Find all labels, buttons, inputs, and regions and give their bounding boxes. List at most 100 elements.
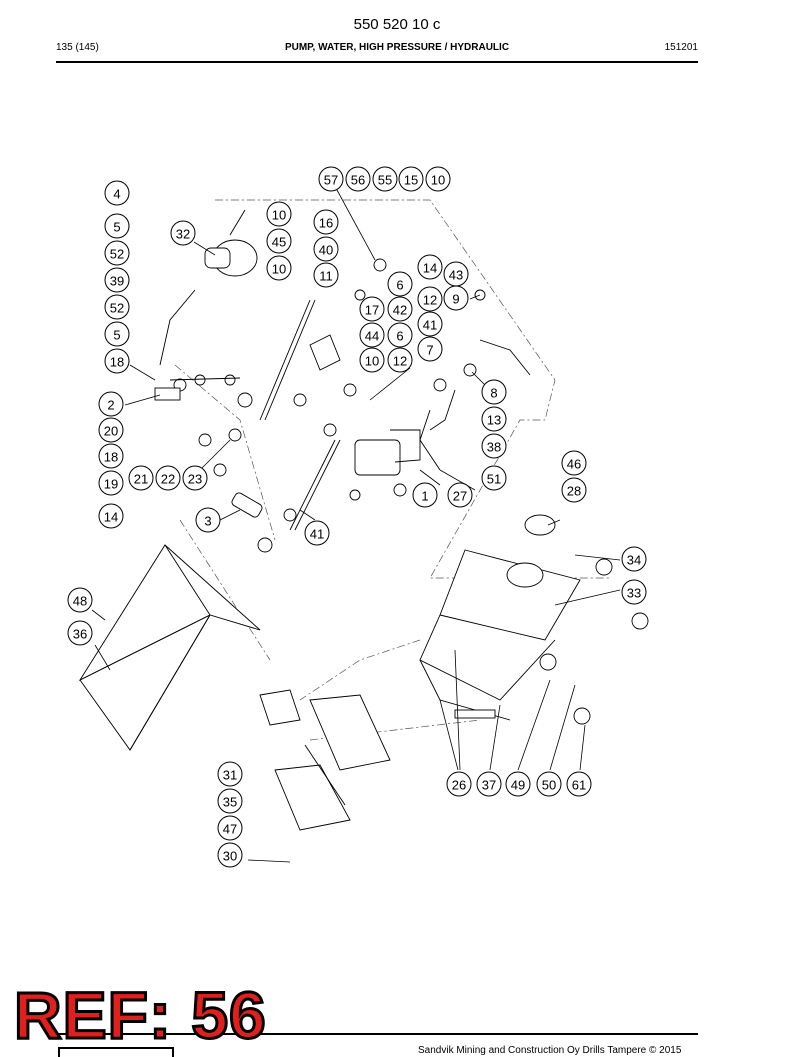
callout-circle	[98, 391, 124, 417]
callout-circle	[417, 336, 443, 362]
callout-label: 7	[426, 343, 433, 358]
callout-circle	[412, 482, 438, 508]
callout-circle	[372, 166, 398, 192]
callout-label: 39	[110, 274, 124, 289]
callout-31: 31	[217, 761, 243, 787]
callout-14: 14	[98, 503, 124, 529]
callout-label: 33	[627, 586, 641, 601]
callout-4: 4	[104, 180, 130, 206]
sandvik-logo	[58, 1047, 174, 1057]
callout-circle	[536, 771, 562, 797]
callout-1: 1	[412, 482, 438, 508]
callout-label: 27	[453, 489, 467, 504]
callout-circle	[313, 209, 339, 235]
callout-41: 41	[304, 520, 330, 546]
callout-circle	[304, 520, 330, 546]
callout-circle	[417, 286, 443, 312]
callout-label: 56	[351, 173, 365, 188]
callout-circle	[217, 761, 243, 787]
callout-label: 55	[378, 173, 392, 188]
callout-36: 36	[67, 620, 93, 646]
callout-circle	[98, 443, 124, 469]
callout-label: 5	[113, 220, 120, 235]
callout-32: 32	[170, 220, 196, 246]
callout-circle	[566, 771, 592, 797]
callout-18: 18	[104, 348, 130, 374]
callout-14: 14	[417, 254, 443, 280]
callout-38: 38	[481, 433, 507, 459]
callout-circle	[505, 771, 531, 797]
page-title: PUMP, WATER, HIGH PRESSURE / HYDRAULIC	[284, 42, 510, 53]
callout-8: 8	[481, 379, 507, 405]
callout-16: 16	[313, 209, 339, 235]
callout-circle	[217, 788, 243, 814]
callout-5: 5	[104, 321, 130, 347]
footer-rule	[56, 1033, 698, 1035]
callout-label: 17	[365, 303, 379, 318]
callout-23: 23	[182, 465, 208, 491]
callout-52: 52	[104, 240, 130, 266]
callout-10: 10	[359, 347, 385, 373]
callout-45: 45	[266, 228, 292, 254]
callout-circle	[417, 254, 443, 280]
callout-circle	[621, 546, 647, 572]
callout-circle	[104, 240, 130, 266]
callout-circle	[387, 271, 413, 297]
callout-26: 26	[446, 771, 472, 797]
callout-7: 7	[417, 336, 443, 362]
callout-circle	[266, 201, 292, 227]
callout-56: 56	[345, 166, 371, 192]
callout-10: 10	[266, 255, 292, 281]
callout-label: 49	[511, 778, 525, 793]
callout-label: 15	[404, 173, 418, 188]
callout-label: 38	[487, 440, 501, 455]
callout-label: 31	[223, 768, 237, 783]
callout-18: 18	[98, 443, 124, 469]
callout-circle	[155, 465, 181, 491]
callout-46: 46	[561, 450, 587, 476]
callout-35: 35	[217, 788, 243, 814]
callout-label: 20	[104, 424, 118, 439]
callout-label: 18	[104, 450, 118, 465]
callout-label: 12	[423, 293, 437, 308]
callout-label: 6	[396, 329, 403, 344]
callout-47: 47	[217, 815, 243, 841]
callout-label: 8	[490, 386, 497, 401]
callout-circle	[387, 347, 413, 373]
callout-circle	[359, 296, 385, 322]
callout-label: 43	[449, 268, 463, 283]
callout-13: 13	[481, 406, 507, 432]
callout-22: 22	[155, 465, 181, 491]
callout-42: 42	[387, 296, 413, 322]
callout-label: 9	[452, 292, 459, 307]
leader-lines	[91, 189, 621, 863]
callout-label: 23	[188, 472, 202, 487]
callout-label: 10	[365, 354, 379, 369]
callout-circle	[104, 267, 130, 293]
callout-49: 49	[505, 771, 531, 797]
callout-15: 15	[398, 166, 424, 192]
callout-19: 19	[98, 470, 124, 496]
callout-label: 37	[482, 778, 496, 793]
callout-label: 13	[487, 413, 501, 428]
callout-label: 61	[572, 778, 586, 793]
callout-61: 61	[566, 771, 592, 797]
callout-circle	[318, 166, 344, 192]
callout-label: 50	[542, 778, 556, 793]
callout-circle	[104, 294, 130, 320]
callout-circle	[387, 322, 413, 348]
callout-label: 5	[113, 328, 120, 343]
document-number: 550 520 10 c	[353, 16, 441, 33]
callout-12: 12	[417, 286, 443, 312]
header-rule	[56, 61, 698, 63]
box-36-outline	[78, 544, 261, 751]
callout-11: 11	[313, 262, 339, 288]
callout-circle	[104, 321, 130, 347]
callout-circle	[481, 406, 507, 432]
callout-28: 28	[561, 477, 587, 503]
callout-circle	[359, 322, 385, 348]
callout-label: 52	[110, 247, 124, 262]
callout-circle	[359, 347, 385, 373]
callout-circle	[313, 262, 339, 288]
